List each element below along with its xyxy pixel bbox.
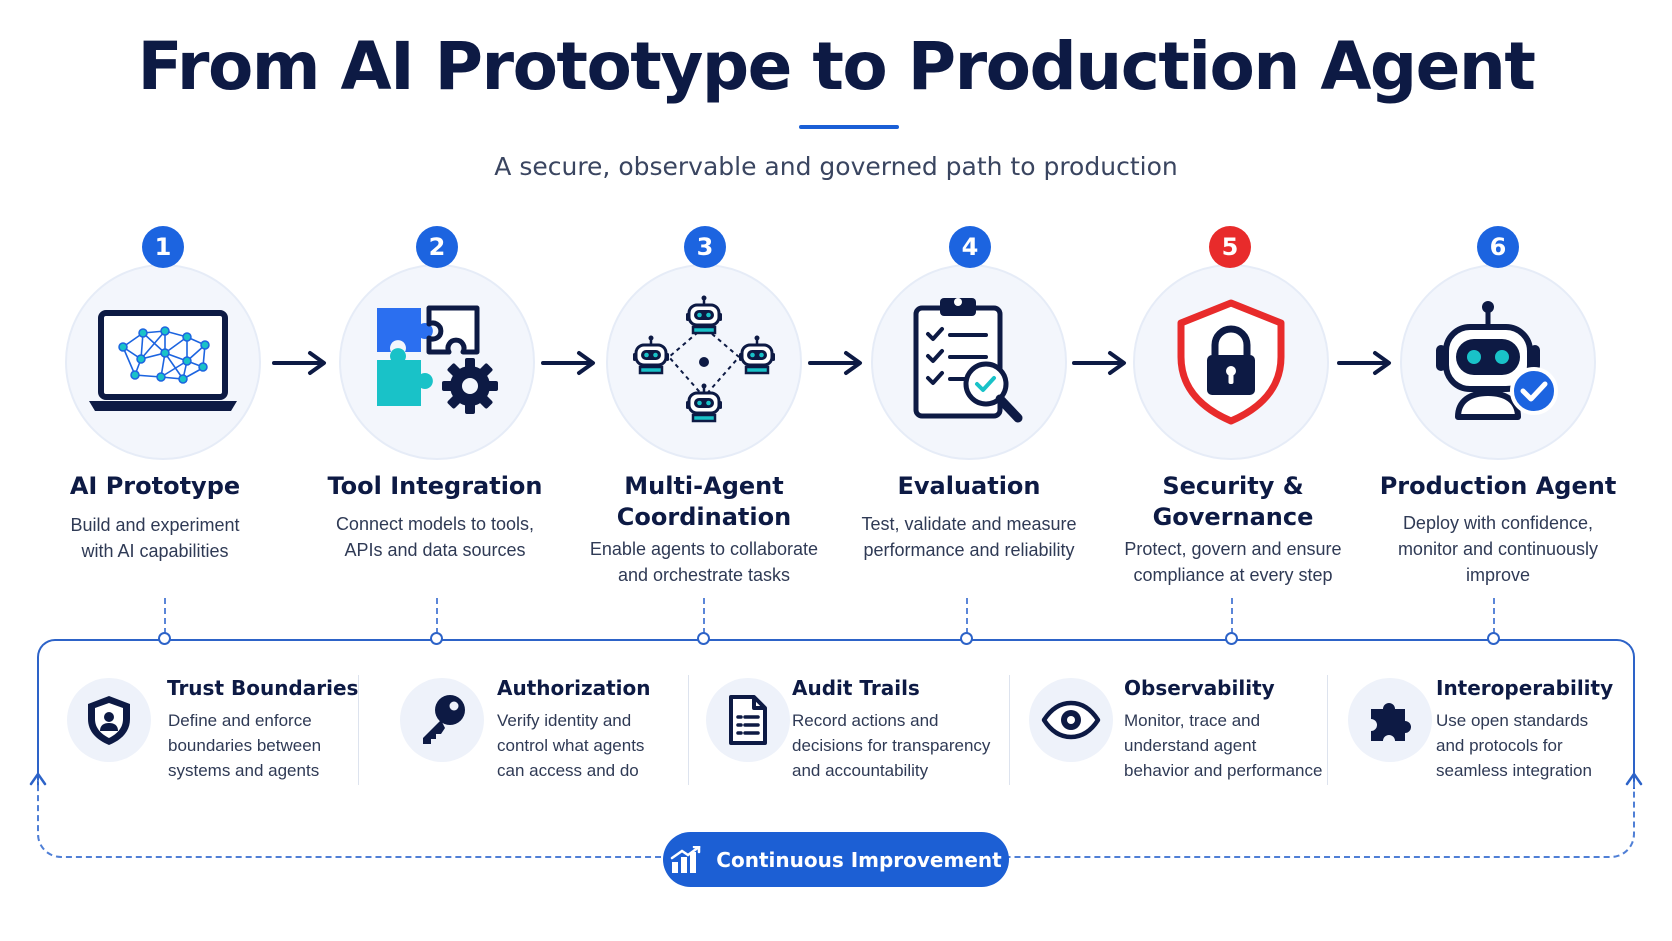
step-icon-circle bbox=[65, 264, 261, 460]
step-description: Build and experiment with AI capabilitie… bbox=[70, 515, 240, 561]
shield-lock-icon bbox=[1177, 299, 1285, 425]
connector-line bbox=[1493, 598, 1495, 634]
feature-description: Define and enforce boundaries between sy… bbox=[168, 711, 322, 780]
feature-description: Monitor, trace and understand agent beha… bbox=[1124, 711, 1323, 780]
feature-divider bbox=[358, 675, 359, 785]
step-icon-circle bbox=[606, 264, 802, 460]
feature-title: Interoperability bbox=[1436, 676, 1614, 700]
step-icon-circle bbox=[1133, 264, 1329, 460]
feature-description: Verify identity and control what agents … bbox=[497, 711, 645, 780]
step-number-badge: 1 bbox=[142, 226, 184, 268]
step-number-badge: 5 bbox=[1209, 226, 1251, 268]
connector-dot bbox=[1487, 632, 1500, 645]
step-number-badge: 4 bbox=[949, 226, 991, 268]
flow-arrow bbox=[272, 351, 326, 375]
puzzle-gear-icon bbox=[377, 305, 498, 414]
step-title: Evaluation bbox=[897, 472, 1041, 500]
step-number-badge: 2 bbox=[416, 226, 458, 268]
connector-dot bbox=[430, 632, 443, 645]
step-title: Tool Integration bbox=[327, 472, 543, 500]
feature-description: Record actions and decisions for transpa… bbox=[792, 711, 991, 780]
step-title: Multi-Agent Coordination bbox=[616, 472, 792, 531]
step-title: AI Prototype bbox=[69, 472, 241, 500]
feature-title: Audit Trails bbox=[792, 676, 920, 700]
key-icon bbox=[423, 695, 465, 744]
feature-icon-circle bbox=[1348, 678, 1432, 762]
connector-line bbox=[436, 598, 438, 634]
step-icon-circle bbox=[871, 264, 1067, 460]
step-icon-circle bbox=[339, 264, 535, 460]
step-description: Enable agents to collaborate and orchest… bbox=[589, 539, 819, 585]
clipboard-magnifier-icon bbox=[913, 298, 1023, 423]
step-number-badge: 3 bbox=[684, 226, 726, 268]
page-title: From AI Prototype to Production Agent bbox=[137, 28, 1536, 105]
shield-user-icon bbox=[88, 696, 130, 745]
feature-divider bbox=[1009, 675, 1010, 785]
feature-trust-boundaries: Trust Boundaries Define and enforce boun… bbox=[67, 672, 359, 792]
step-number-badge: 6 bbox=[1477, 226, 1519, 268]
step-description: Connect models to tools, APIs and data s… bbox=[335, 514, 535, 560]
connector-line bbox=[966, 598, 968, 634]
step-description: Protect, govern and ensure compliance at… bbox=[1124, 539, 1342, 585]
connector-line bbox=[164, 598, 166, 634]
feature-icon-circle bbox=[706, 678, 790, 762]
step-title: Production Agent bbox=[1379, 472, 1617, 500]
feature-icon-circle bbox=[1029, 678, 1113, 762]
connector-dot bbox=[697, 632, 710, 645]
connector-dot bbox=[158, 632, 171, 645]
step-icon-circle bbox=[1400, 264, 1596, 460]
title-underline bbox=[799, 125, 899, 129]
step-description: Deploy with confidence, monitor and cont… bbox=[1397, 513, 1599, 585]
continuous-improvement-label: Continuous Improvement bbox=[716, 847, 1002, 872]
feature-divider bbox=[688, 675, 689, 785]
feature-authorization: Authorization Verify identity and contro… bbox=[400, 672, 680, 792]
bar-chart-icon bbox=[671, 845, 701, 873]
connector-line bbox=[1231, 598, 1233, 634]
feature-interoperability: Interoperability Use open standards and … bbox=[1348, 672, 1618, 792]
feature-observability: Observability Monitor, trace and underst… bbox=[1029, 672, 1329, 792]
feature-icon-circle bbox=[400, 678, 484, 762]
flow-arrow bbox=[541, 351, 595, 375]
feature-divider bbox=[1327, 675, 1328, 785]
flow-arrow bbox=[1072, 351, 1126, 375]
feature-title: Trust Boundaries bbox=[167, 676, 359, 700]
eye-icon bbox=[1041, 700, 1101, 740]
document-icon bbox=[729, 695, 767, 745]
feature-title: Observability bbox=[1124, 676, 1275, 700]
connector-dot bbox=[960, 632, 973, 645]
page-subtitle: A secure, observable and governed path t… bbox=[494, 152, 1178, 181]
flow-arrow bbox=[808, 351, 862, 375]
feature-icon-circle bbox=[67, 678, 151, 762]
robot-network-icon bbox=[631, 294, 777, 423]
loop-arrow-left bbox=[29, 772, 47, 786]
feature-audit-trails: Audit Trails Record actions and decision… bbox=[706, 672, 1006, 792]
connector-line bbox=[703, 598, 705, 634]
step-description: Test, validate and measure performance a… bbox=[861, 514, 1077, 560]
continuous-improvement-badge: Continuous Improvement bbox=[663, 832, 1009, 887]
capabilities-panel-border bbox=[37, 639, 1635, 789]
loop-arrow-right bbox=[1625, 772, 1643, 786]
feature-title: Authorization bbox=[497, 676, 651, 700]
puzzle-piece-icon bbox=[1371, 703, 1411, 741]
robot-check-icon bbox=[1436, 301, 1558, 420]
laptop-neural-network-icon bbox=[89, 310, 237, 411]
flow-arrow bbox=[1337, 351, 1391, 375]
connector-dot bbox=[1225, 632, 1238, 645]
feature-description: Use open standards and protocols for sea… bbox=[1436, 711, 1592, 780]
step-title: Security & Governance bbox=[1152, 472, 1314, 531]
